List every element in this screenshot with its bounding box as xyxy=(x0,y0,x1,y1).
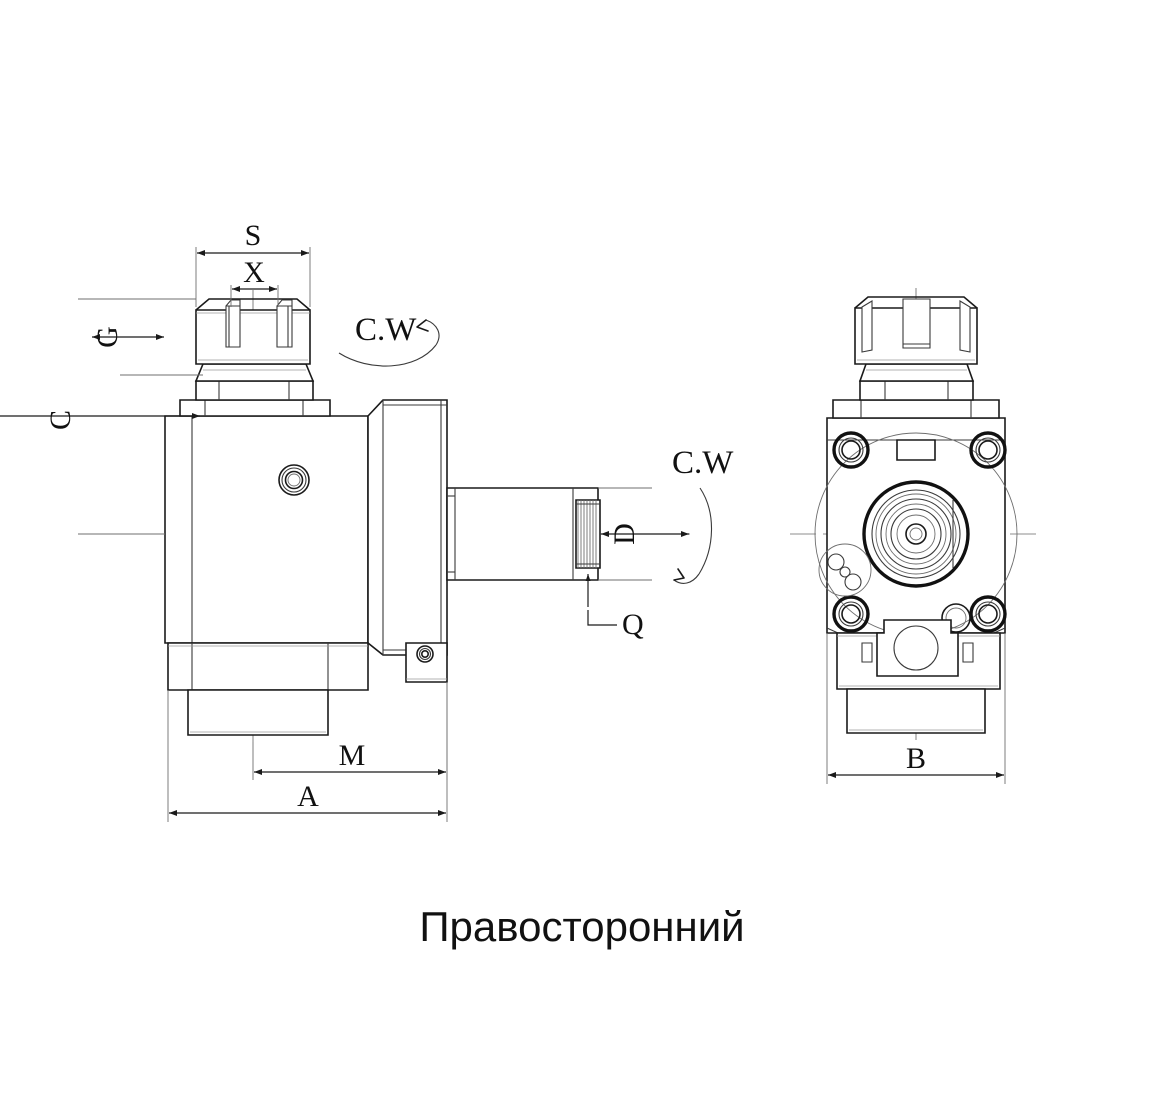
side-view-collet-assembly xyxy=(179,298,331,417)
q-leader-line xyxy=(587,610,617,626)
dimension-A: A xyxy=(167,682,448,822)
collet-tapered-neck xyxy=(194,363,315,382)
dimension-label-B: B xyxy=(906,742,926,775)
cw-label-shaft: C.W xyxy=(672,445,734,481)
front-main-bore-ring-1 xyxy=(871,489,961,579)
collet-slot-left xyxy=(225,305,241,348)
dimension-Q: Q xyxy=(585,574,644,641)
shank-step-one xyxy=(167,642,369,691)
front-main-bore-ring-3 xyxy=(880,498,952,570)
dimension-label-S: S xyxy=(245,219,262,252)
front-view-mounting-shank xyxy=(836,619,1001,734)
front-collet-key-pocket xyxy=(902,298,931,349)
collet-slot-right-chamfer xyxy=(276,299,293,307)
body-port-plug xyxy=(278,464,310,496)
side-view-mounting-shank xyxy=(167,642,448,736)
shank-step-two xyxy=(187,689,329,736)
front-top-tab xyxy=(896,439,936,461)
dimension-label-G: G xyxy=(91,326,124,348)
dimension-label-M: M xyxy=(339,739,366,772)
collet-base-flange xyxy=(179,399,331,417)
front-small-hole xyxy=(941,603,971,633)
front-coolant-marking xyxy=(818,543,872,597)
drawing-caption: Правосторонний xyxy=(419,903,745,950)
rotation-arrowhead-shaft xyxy=(673,568,685,581)
collet-spanner-block xyxy=(195,380,314,401)
front-collet-nut-chamfer xyxy=(854,296,978,309)
front-bolt-hole-tl xyxy=(832,431,870,469)
rotation-arc-shaft xyxy=(698,487,713,575)
front-view: B xyxy=(790,288,1040,784)
front-view-collet-assembly xyxy=(832,296,1000,419)
front-shank-step-two xyxy=(846,688,986,734)
rotation-arc-shaft-tail xyxy=(673,573,700,584)
shaft-rotation-symbol: C.W xyxy=(672,445,734,584)
dimension-D: D xyxy=(598,487,689,581)
front-main-bore-ring-4 xyxy=(885,503,947,565)
dimension-label-Q: Q xyxy=(622,608,644,641)
rotation-arc-side xyxy=(338,344,437,367)
spline-teeth xyxy=(575,499,601,569)
side-view-body xyxy=(164,399,448,656)
front-bolt-hole-bl xyxy=(832,595,870,633)
front-corner-chamfer-bl xyxy=(826,627,839,634)
dimension-B: B xyxy=(826,633,1006,784)
front-bolt-hole-tr xyxy=(969,431,1007,469)
body-main-block xyxy=(164,415,369,644)
front-main-bore-ring-5 xyxy=(890,508,942,560)
front-shank-tab-right xyxy=(962,642,974,663)
front-main-bore-center xyxy=(909,527,923,541)
rotation-arrowhead-side xyxy=(416,319,429,332)
collet-nut-top-chamfer xyxy=(195,298,311,311)
dimension-S: S xyxy=(195,219,311,307)
collet-slot-right xyxy=(276,305,293,348)
front-shank-boss-bore xyxy=(893,625,939,671)
front-corner-chamfer-br xyxy=(993,627,1006,634)
rotation-arc-side-tail xyxy=(425,319,440,346)
front-collet-flange xyxy=(832,399,1000,419)
front-collet-slot-left xyxy=(861,300,873,353)
dimension-C: C xyxy=(0,298,200,535)
front-collet-spanner-block xyxy=(859,380,974,401)
side-view-output-shaft xyxy=(446,487,601,581)
cw-label-side: C.W xyxy=(355,312,417,348)
front-main-bore-ring-2 xyxy=(875,493,957,575)
front-collet-neck xyxy=(858,363,975,382)
front-collet-slot-right xyxy=(959,300,971,353)
dimension-label-X: X xyxy=(243,256,265,289)
front-bolt-hole-br xyxy=(969,595,1007,633)
collet-nut-body xyxy=(195,309,311,365)
front-main-bore-ring-6 xyxy=(896,514,936,554)
dimension-G: G xyxy=(91,298,203,376)
dimension-label-C: C xyxy=(44,410,77,430)
front-view-body xyxy=(814,417,1018,636)
front-shank-boss xyxy=(876,619,959,677)
dimension-X: X xyxy=(230,256,279,307)
dimension-label-D: D xyxy=(608,523,641,545)
body-rear-extension xyxy=(367,399,448,656)
front-main-bore-ring-7 xyxy=(905,523,927,545)
collet-slot-left-chamfer xyxy=(225,299,241,307)
front-shank-tab-left xyxy=(861,642,873,663)
dimension-label-A: A xyxy=(297,780,319,813)
locking-screw xyxy=(416,645,434,663)
side-view-rotation-symbol: C.W xyxy=(338,312,440,367)
front-main-bore-outer xyxy=(862,480,970,588)
side-view: C.W C.W S X xyxy=(0,219,734,822)
